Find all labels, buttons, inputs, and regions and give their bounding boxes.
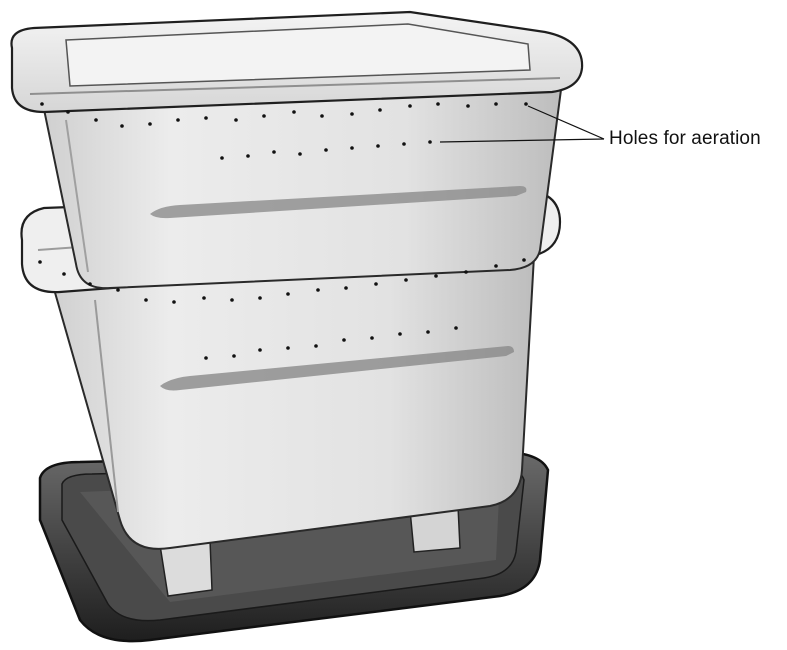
callout-label: Holes for aeration — [609, 127, 761, 151]
upper-bin — [40, 82, 562, 288]
